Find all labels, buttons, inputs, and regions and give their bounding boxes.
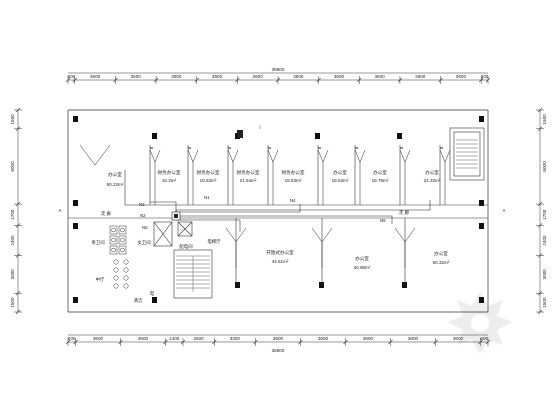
svg-text:Ⅰ: Ⅰ bbox=[259, 125, 260, 130]
svg-text:女卫间: 女卫间 bbox=[137, 239, 150, 246]
building-outline bbox=[67, 109, 489, 313]
dimension-label: 3600 bbox=[453, 336, 464, 341]
dimension-label: 3600 bbox=[273, 336, 284, 341]
dimension-label: 6000 bbox=[10, 161, 15, 172]
svg-text:走 廊: 走 廊 bbox=[101, 210, 112, 217]
svg-text:21.64m²: 21.64m² bbox=[240, 178, 257, 183]
dimension-label: 600 bbox=[480, 336, 488, 341]
right-dimension-chain: 1500 6000 1700 2400 3000 1500 bbox=[536, 107, 547, 315]
svg-text:44.61m²: 44.61m² bbox=[272, 259, 289, 264]
dimension-label: 600 bbox=[481, 74, 489, 79]
room-labels: 办公室 50.22m² 财务办公室 10.2m² 财务办公室 19.53m² 财… bbox=[91, 125, 449, 304]
watermark-logo bbox=[448, 292, 512, 354]
dimension-label: 3600 bbox=[374, 74, 385, 79]
svg-text:办公室: 办公室 bbox=[355, 255, 369, 262]
svg-text:10.2m²: 10.2m² bbox=[162, 178, 177, 183]
dimension-label: 2400 bbox=[542, 235, 547, 246]
dimension-label: 3600 bbox=[456, 74, 467, 79]
dimension-label: 3600 bbox=[334, 74, 345, 79]
dimension-label: 1500 bbox=[542, 114, 547, 125]
svg-text:清洁: 清洁 bbox=[134, 297, 143, 304]
svg-text:办公室: 办公室 bbox=[333, 169, 347, 176]
dimension-label: 600 bbox=[68, 336, 76, 341]
svg-text:走 廊: 走 廊 bbox=[399, 209, 410, 216]
svg-text:N2: N2 bbox=[140, 213, 146, 218]
dimension-label: 3600 bbox=[408, 336, 419, 341]
dimension-label: 1500 bbox=[10, 114, 15, 125]
svg-text:19.76m²: 19.76m² bbox=[372, 178, 389, 183]
dimension-label: 3300 bbox=[230, 336, 241, 341]
svg-text:中厅: 中厅 bbox=[96, 276, 105, 283]
svg-text:N3: N3 bbox=[139, 202, 145, 207]
svg-text:财务办公室: 财务办公室 bbox=[282, 169, 305, 176]
svg-text:男卫间: 男卫间 bbox=[91, 239, 104, 246]
svg-text:财务办公室: 财务办公室 bbox=[197, 169, 220, 176]
svg-text:A: A bbox=[503, 208, 506, 213]
svg-text:电: 电 bbox=[150, 290, 155, 296]
svg-text:50.22m²: 50.22m² bbox=[107, 182, 124, 187]
dimension-label: 600 bbox=[68, 74, 76, 79]
svg-text:财务办公室: 财务办公室 bbox=[237, 169, 260, 176]
svg-text:A: A bbox=[59, 208, 62, 213]
axis-marks: A A bbox=[59, 208, 506, 213]
dimension-label: 3000 bbox=[542, 269, 547, 280]
dimension-label: 3600 bbox=[318, 336, 329, 341]
top-dimension-chain: 600 3600 3600 3600 3600 3600 3600 3600 3600 3600 3… bbox=[65, 72, 491, 84]
svg-text:配电间: 配电间 bbox=[179, 243, 192, 250]
dimension-label: 3600 bbox=[253, 74, 264, 79]
svg-text:19.53m²: 19.53m² bbox=[200, 178, 217, 183]
dimension-label: 6000 bbox=[542, 161, 547, 172]
stair-top-right bbox=[449, 127, 485, 181]
dimension-label: 3600 bbox=[212, 74, 223, 79]
svg-text:办公室: 办公室 bbox=[434, 250, 448, 257]
svg-text:19.53m²: 19.53m² bbox=[332, 178, 349, 183]
dimension-label: 3600 bbox=[363, 336, 374, 341]
svg-text:19.53m²: 19.53m² bbox=[285, 178, 302, 183]
svg-text:N6: N6 bbox=[142, 225, 148, 230]
svg-text:开放式办公室: 开放式办公室 bbox=[266, 249, 294, 256]
dimension-label: 3600 bbox=[93, 336, 104, 341]
stair-bottom bbox=[173, 249, 213, 299]
dimension-label: 3600 bbox=[293, 74, 304, 79]
svg-text:40.90m²: 40.90m² bbox=[354, 265, 371, 270]
dimension-label: 2400 bbox=[10, 235, 15, 246]
svg-text:24.32m²: 24.32m² bbox=[424, 178, 441, 183]
circuit-labels: N1 N2 N3 N4 N5 N6 bbox=[139, 195, 386, 230]
room-walls bbox=[68, 145, 488, 285]
top-total-dimension: 36800 bbox=[272, 67, 285, 72]
structural-columns bbox=[73, 116, 484, 303]
dimension-label: 3600 bbox=[90, 74, 101, 79]
dimension-label: 3600 bbox=[171, 74, 182, 79]
dimension-label: 3600 bbox=[131, 74, 142, 79]
dimension-label: 1500 bbox=[10, 297, 15, 308]
toilet-fixtures bbox=[109, 225, 129, 289]
svg-text:N4: N4 bbox=[290, 198, 296, 203]
svg-text:50.32m²: 50.32m² bbox=[433, 260, 450, 265]
dimension-label: 1700 bbox=[542, 209, 547, 220]
lighting-fixtures bbox=[79, 144, 451, 268]
bottom-total-dimension: 36800 bbox=[272, 348, 285, 353]
elevator-shafts bbox=[153, 221, 193, 247]
dimension-label: 3600 bbox=[138, 336, 149, 341]
dimension-label: 1500 bbox=[542, 297, 547, 308]
dimension-label: 1700 bbox=[10, 209, 15, 220]
svg-text:办公室: 办公室 bbox=[425, 169, 439, 176]
dimension-label: 3000 bbox=[10, 269, 15, 280]
dimension-label: 3600 bbox=[415, 74, 426, 79]
svg-text:办公室: 办公室 bbox=[373, 169, 387, 176]
bottom-dimension-chain: 600 3600 3600 1400 2500 3300 3600 3600 3600 3600 3… bbox=[65, 334, 491, 346]
svg-text:N1: N1 bbox=[204, 195, 210, 200]
svg-text:电梯厅: 电梯厅 bbox=[207, 238, 221, 245]
svg-text:财务办公室: 财务办公室 bbox=[158, 169, 181, 176]
svg-text:N5: N5 bbox=[380, 218, 386, 223]
left-dimension-chain: 1500 6000 1700 2400 3000 1500 bbox=[10, 107, 22, 315]
distribution-panel bbox=[171, 130, 243, 221]
svg-text:办公室: 办公室 bbox=[108, 171, 122, 178]
dimension-label: 2500 bbox=[194, 336, 205, 341]
dimension-label: 1400 bbox=[169, 336, 180, 341]
